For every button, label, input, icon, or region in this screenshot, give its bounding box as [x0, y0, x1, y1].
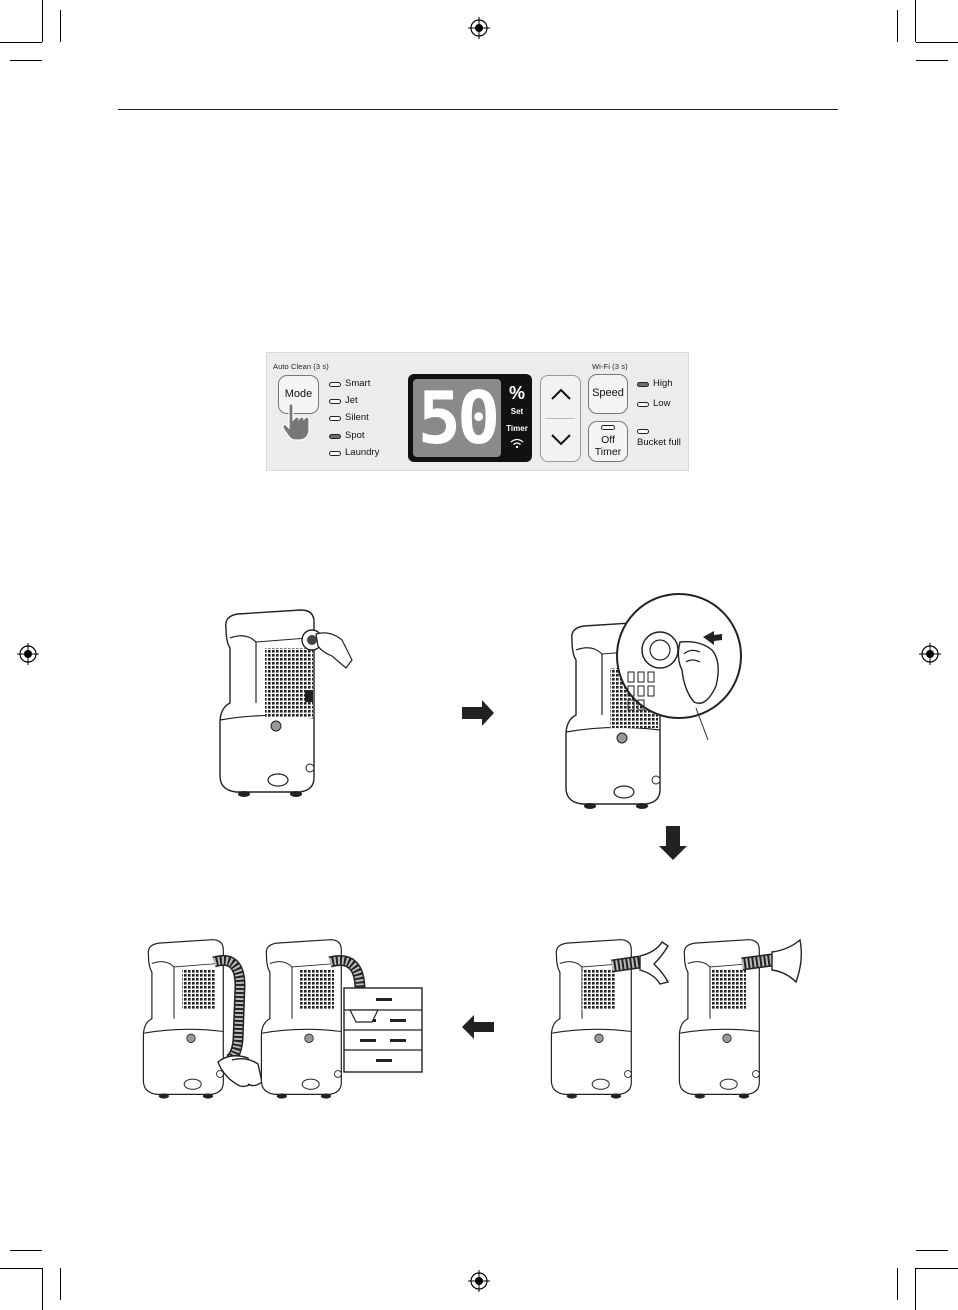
- header-rule: [118, 109, 838, 110]
- display-timer-label: Timer: [502, 424, 532, 433]
- arrow-down-big-icon: [659, 826, 687, 860]
- off-timer-line2: Timer: [595, 447, 621, 458]
- arrow-up-icon[interactable]: [549, 385, 573, 403]
- step-1-illustration: [220, 610, 352, 797]
- led-low: [637, 402, 649, 407]
- display-digits-area: 50: [413, 379, 501, 457]
- mode-option-jet: Jet: [345, 395, 358, 406]
- mode-option-silent: Silent: [345, 412, 369, 423]
- hose-installation-illustrations: [0, 590, 958, 1100]
- wifi-icon: [510, 438, 524, 449]
- led-high: [637, 382, 649, 387]
- step-wide-nozzle-illustration: [679, 940, 801, 1099]
- led-bucket-full: [637, 429, 649, 434]
- display-set-label: Set: [504, 407, 530, 416]
- wifi-label: Wi-Fi (3 s): [592, 362, 628, 371]
- led-spot: [329, 434, 341, 439]
- step-y-nozzle-illustration: [551, 940, 668, 1099]
- arrowpad-divider: [545, 418, 575, 419]
- step-shoes-illustration: [143, 940, 262, 1099]
- led-jet: [329, 399, 341, 404]
- bucket-full-label: Bucket full: [637, 437, 681, 448]
- mode-option-spot: Spot: [345, 430, 365, 441]
- led-off-timer: [601, 425, 615, 430]
- step-2-illustration: [566, 594, 741, 809]
- led-smart: [329, 382, 341, 387]
- hand-pointer-icon: [281, 402, 317, 442]
- display-unit: %: [504, 383, 530, 404]
- registration-mark-icon: [468, 17, 490, 39]
- mode-option-laundry: Laundry: [345, 447, 379, 458]
- led-silent: [329, 416, 341, 421]
- step-cabinet-illustration: [261, 940, 422, 1099]
- speed-option-high: High: [653, 378, 673, 389]
- arrow-down-icon[interactable]: [549, 431, 573, 449]
- speed-button[interactable]: Speed: [588, 374, 628, 414]
- humidity-display: 50 % Set Timer: [408, 374, 532, 462]
- arrow-right-icon: [462, 700, 494, 726]
- display-value: 50: [413, 375, 501, 461]
- registration-mark-icon: [468, 1270, 490, 1292]
- mode-option-smart: Smart: [345, 378, 370, 389]
- led-laundry: [329, 451, 341, 456]
- auto-clean-label: Auto Clean (3 s): [273, 362, 329, 371]
- speed-option-low: Low: [653, 398, 670, 409]
- off-timer-line1: Off: [601, 435, 615, 446]
- arrow-left-icon: [462, 1015, 494, 1039]
